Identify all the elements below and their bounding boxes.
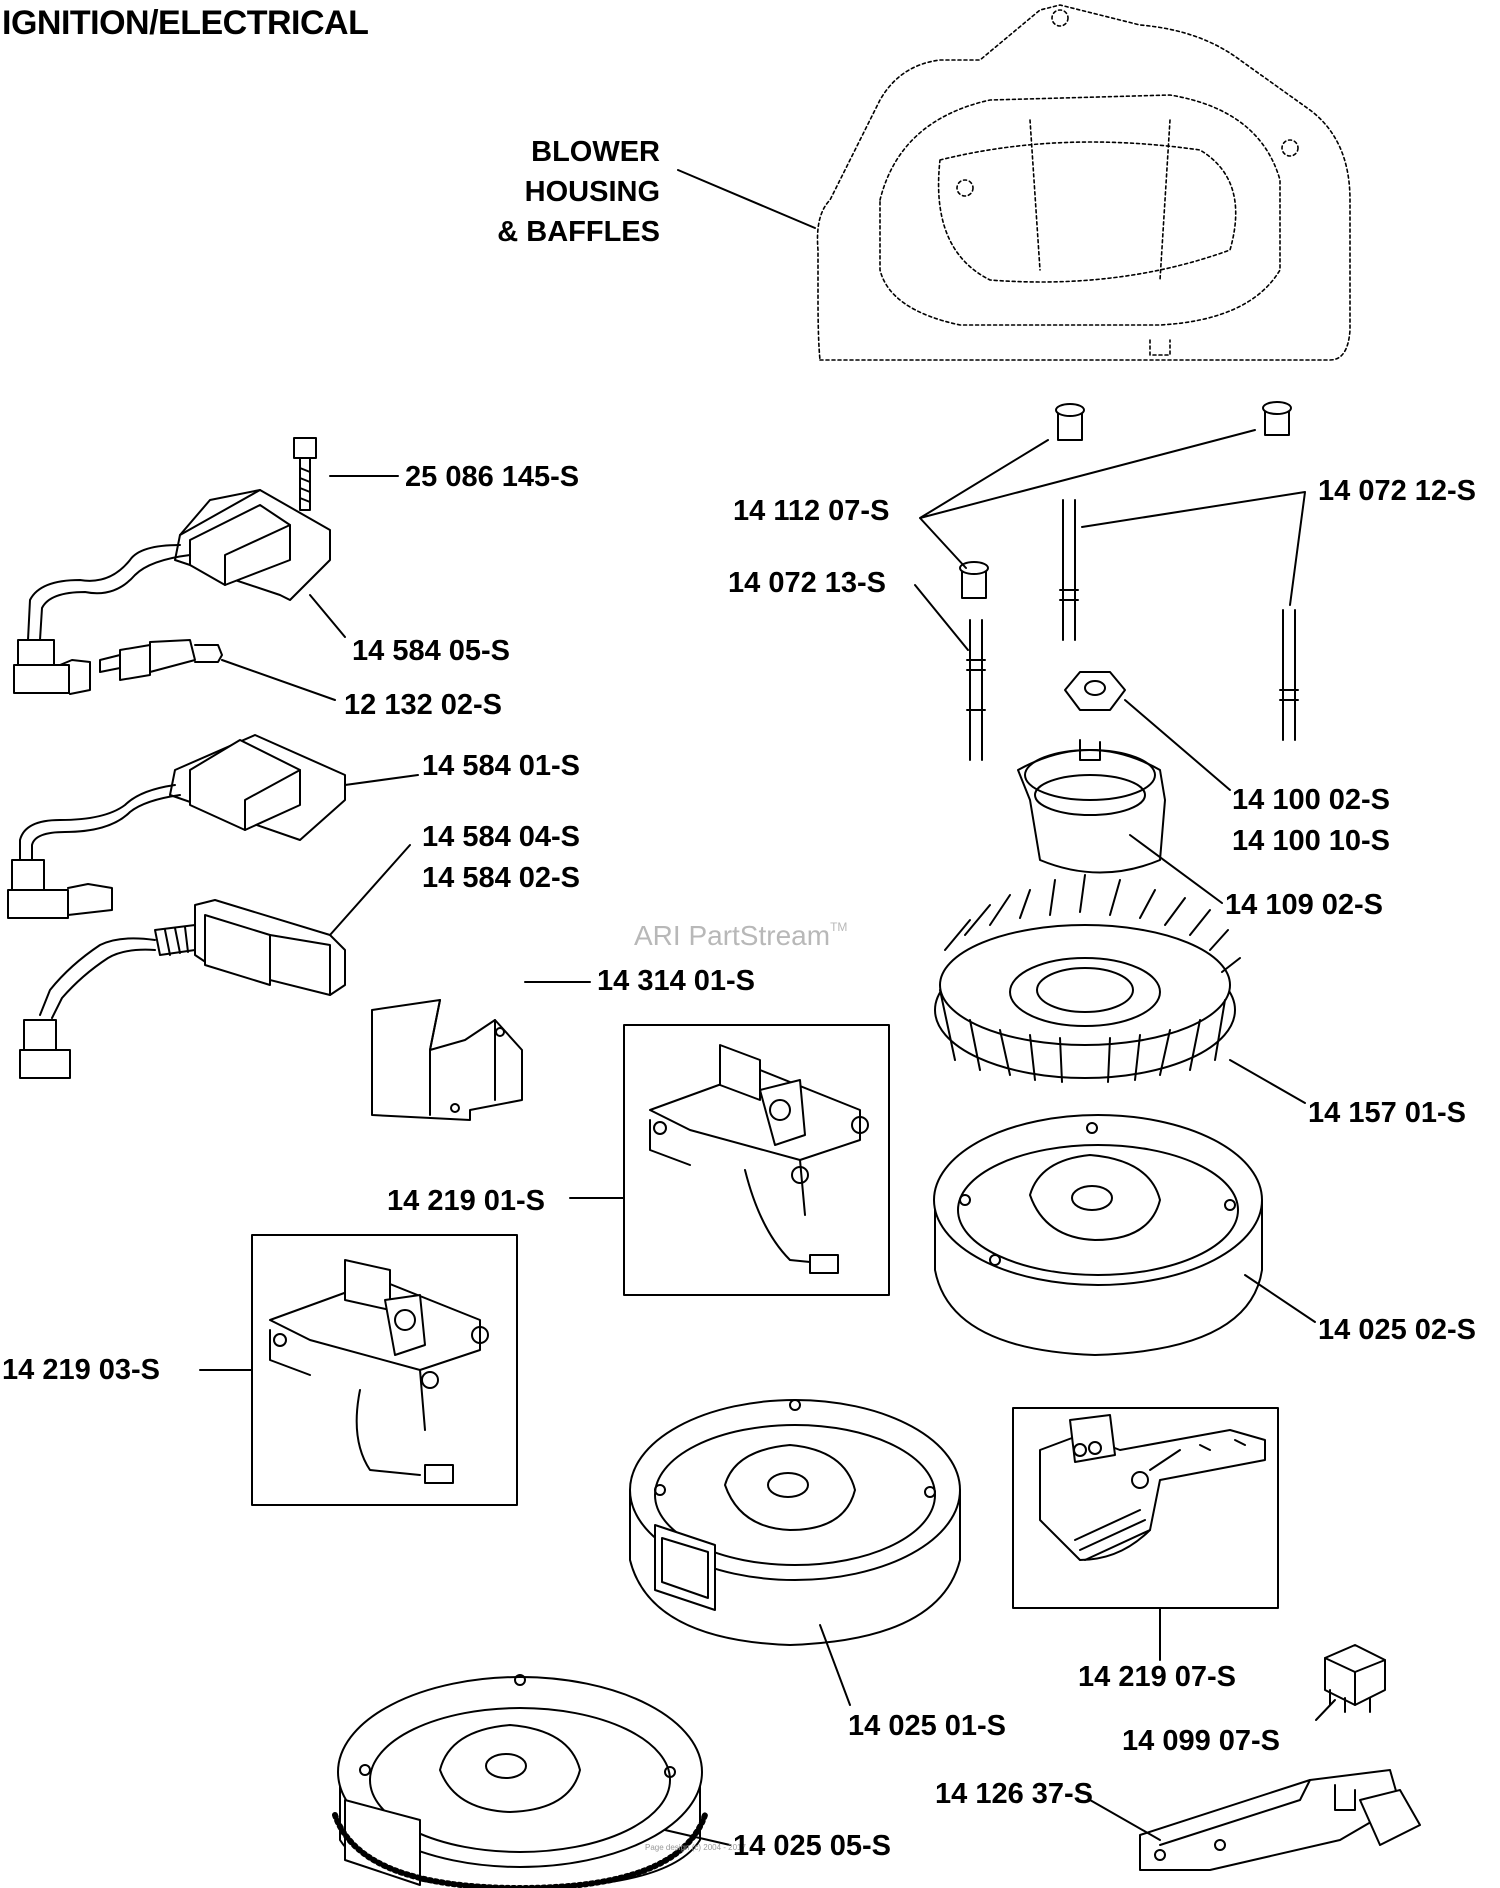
blower-line-2: HOUSING: [524, 176, 660, 208]
part-label-14-100-10-s[interactable]: 14 100 10-S: [1232, 825, 1391, 857]
blower-housing-drawing: [816, 4, 1351, 361]
part-label-14-025-05-s[interactable]: 14 025 05-S: [733, 1830, 892, 1862]
part-label-12-132-02-s[interactable]: 12 132 02-S: [344, 689, 503, 721]
part-label-14-584-05-s[interactable]: 14 584 05-S: [352, 635, 511, 667]
part-label-14-099-07-s[interactable]: 14 099 07-S: [1122, 1725, 1281, 1757]
leader-switch: [1315, 1699, 1336, 1721]
part-label-14-072-13-s[interactable]: 14 072 13-S: [728, 567, 887, 599]
switch-drawing: [1324, 1644, 1386, 1713]
part-label-14-584-04-s[interactable]: 14 584 04-S: [422, 821, 581, 853]
part-label-14-072-12-s[interactable]: 14 072 12-S: [1318, 475, 1477, 507]
leader-stud-13: [914, 584, 969, 651]
blower-line-3: & BAFFLES: [497, 216, 660, 248]
shield-drawing: [371, 999, 523, 1121]
part-label-14-109-02-s[interactable]: 14 109 02-S: [1225, 889, 1384, 921]
part-label-14-112-07-s[interactable]: 14 112 07-S: [733, 495, 890, 527]
bracket-01-drawing: [649, 1044, 869, 1274]
label-blower-housing: BLOWER HOUSING & BAFFLES: [460, 132, 660, 252]
leader-nut: [1124, 699, 1231, 791]
coil-05-drawing: [13, 489, 331, 695]
flywheel-01-drawing: [629, 1399, 961, 1646]
leader-blower: [677, 169, 816, 229]
fan-drawing: [934, 874, 1241, 1083]
leader-coil-01: [344, 774, 419, 786]
leader-cup: [1129, 834, 1223, 904]
part-label-14-219-07-s[interactable]: 14 219 07-S: [1078, 1661, 1237, 1693]
part-label-14-126-37-s[interactable]: 14 126 37-S: [935, 1778, 1094, 1810]
leader-stud-12: [1081, 491, 1306, 606]
spacer-drawings: [959, 401, 1292, 599]
part-label-25-086-145-s[interactable]: 25 086 145-S: [405, 461, 580, 493]
part-label-14-219-01-s[interactable]: 14 219 01-S: [387, 1185, 546, 1217]
watermark-tm: TM: [830, 920, 848, 934]
coil-01-drawing: [7, 734, 346, 919]
page-title: IGNITION/ELECTRICAL: [2, 4, 369, 42]
leader-flywheel-01: [819, 1624, 851, 1706]
flywheel-02-drawing: [933, 1114, 1263, 1356]
nut-drawing: [1064, 671, 1126, 711]
leader-flywheel-05: [664, 1829, 731, 1846]
watermark-text: ARI PartStream: [634, 920, 831, 951]
flywheel-05-drawing: [332, 1674, 708, 1888]
leader-spacer: [919, 429, 1256, 569]
part-label-14-584-01-s[interactable]: 14 584 01-S: [422, 750, 581, 782]
watermark: ARI PartStreamTM: [634, 920, 847, 952]
screw-drawing: [293, 437, 317, 511]
leader-coil-04: [329, 844, 411, 936]
part-label-14-584-02-s[interactable]: 14 584 02-S: [422, 862, 581, 894]
part-label-14-025-01-s[interactable]: 14 025 01-S: [848, 1710, 1007, 1742]
part-label-14-314-01-s[interactable]: 14 314 01-S: [597, 965, 756, 997]
bracket-03-drawing: [269, 1259, 489, 1484]
switch-bracket-drawing: [1139, 1769, 1421, 1871]
leader-spark-plug: [221, 659, 336, 701]
leader-fan: [1229, 1059, 1306, 1104]
part-label-14-219-03-s[interactable]: 14 219 03-S: [2, 1354, 161, 1386]
stud-drawings: [966, 499, 1299, 761]
cup-drawing: [1017, 739, 1166, 874]
part-label-14-157-01-s[interactable]: 14 157 01-S: [1308, 1097, 1467, 1129]
footer-note: Page design (c) 2004 - 2017: [645, 1843, 746, 1852]
leader-coil-05: [309, 594, 346, 638]
part-label-14-100-02-s[interactable]: 14 100 02-S: [1232, 784, 1391, 816]
coil-04-drawing: [19, 899, 346, 1079]
spark-plug-drawing: [99, 639, 223, 681]
blower-line-1: BLOWER: [531, 136, 660, 168]
bracket-07-drawing: [1039, 1414, 1266, 1561]
leader-flywheel-02: [1244, 1274, 1316, 1323]
leader-switch-bracket: [1089, 1799, 1161, 1841]
part-label-14-025-02-s[interactable]: 14 025 02-S: [1318, 1314, 1477, 1346]
